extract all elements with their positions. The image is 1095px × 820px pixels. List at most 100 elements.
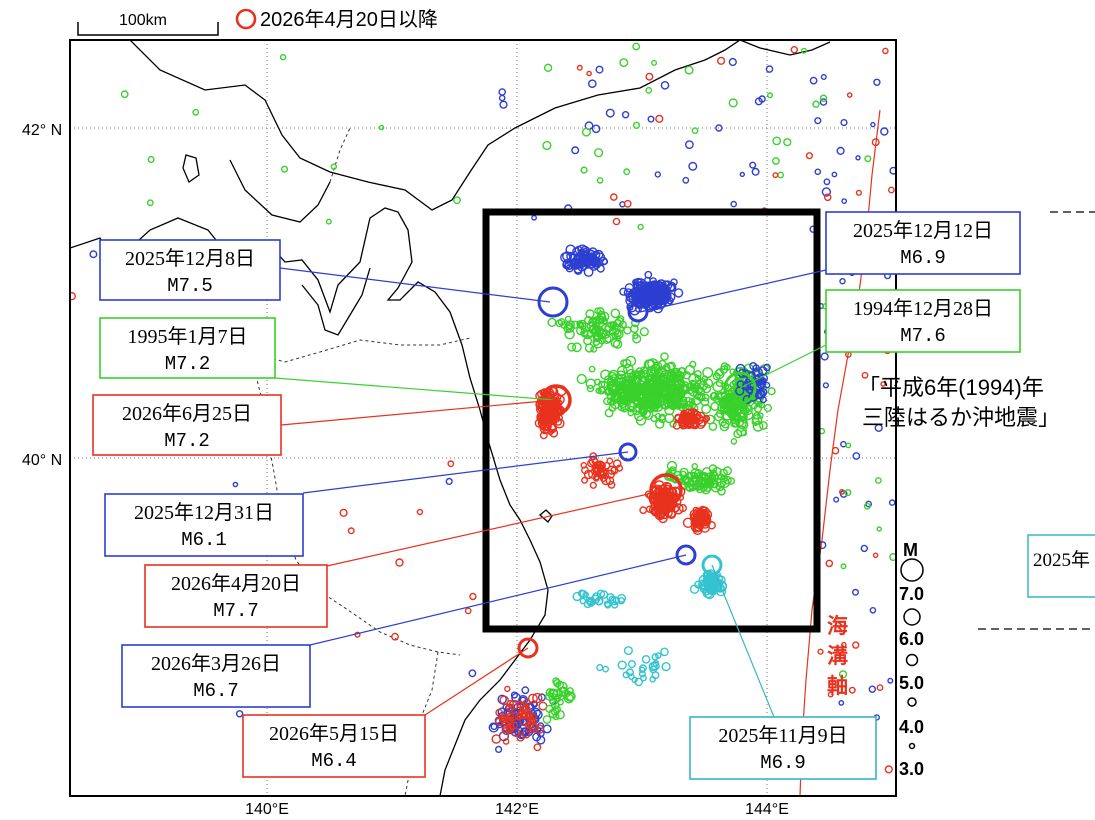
earthquake-point	[814, 117, 822, 125]
earthquake-point	[654, 509, 666, 521]
earthquake-point	[468, 669, 477, 678]
earthquake-point	[571, 146, 580, 155]
earthquake-point	[719, 421, 730, 432]
earthquake-point	[581, 127, 591, 137]
leader-line	[279, 267, 551, 303]
earthquake-point	[715, 124, 723, 132]
earthquake-point	[666, 460, 678, 472]
earthquake-point	[631, 370, 641, 380]
earthquake-point	[622, 386, 633, 397]
event-callout: 「平成6年(1994)年 三陸はるか沖地震」	[858, 375, 1060, 430]
event-magnitude: M7.6	[900, 325, 946, 347]
earthquake-point	[395, 558, 404, 567]
mag-7-circle-icon	[900, 558, 924, 582]
lon-label-140: 140°E	[245, 801, 289, 818]
earthquake-point	[730, 438, 738, 445]
magnitude-legend: M 7.0 6.0 5.0 4.0 3.0	[899, 540, 924, 779]
earthquake-point	[660, 647, 669, 657]
lat-label-42: 42° N	[22, 122, 62, 139]
earthquake-point	[623, 326, 632, 335]
earthquake-point	[658, 359, 667, 369]
earthquake-point	[743, 409, 754, 421]
prefecture-boundaries	[249, 127, 471, 796]
earthquake-point	[687, 413, 696, 422]
earthquake-point	[192, 108, 200, 116]
earthquake-point	[825, 559, 834, 568]
earthquake-point	[537, 286, 569, 318]
earthquake-point	[800, 47, 807, 54]
event-date: 1994年12月28日	[853, 297, 993, 320]
earthquake-point	[753, 411, 761, 420]
earthquake-point	[534, 724, 545, 734]
earthquake-point	[547, 423, 556, 433]
event-label-box	[825, 211, 1021, 275]
earthquake-point	[678, 504, 688, 513]
earthquake-point	[615, 464, 624, 472]
earthquake-point	[502, 738, 510, 745]
earthquake-point	[447, 460, 455, 468]
earthquake-point	[667, 361, 676, 371]
earthquake-point	[690, 384, 699, 392]
earthquake-point	[692, 396, 702, 406]
axis-labels: 42° N 40° N 140°E 142°E 144°E	[22, 122, 789, 818]
earthquake-point	[860, 544, 868, 553]
earthquake-point	[864, 155, 872, 163]
earthquake-point	[591, 124, 601, 134]
earthquake-point	[889, 166, 896, 175]
earthquake-point	[820, 352, 829, 361]
earthquake-point	[586, 70, 592, 77]
event-label-box	[242, 714, 426, 778]
earthquake-point	[822, 382, 830, 389]
earthquake-point	[699, 472, 708, 481]
earthquake-point	[589, 316, 596, 324]
earthquake-point	[625, 668, 634, 677]
earthquake-point	[504, 685, 511, 693]
earthquake-point	[651, 290, 662, 300]
earthquake-point	[495, 745, 503, 754]
earthquake-point	[540, 418, 552, 431]
event-callout-line-2: 三陸はるか沖地震」	[862, 405, 1060, 430]
earthquake-point	[552, 677, 560, 685]
earthquake-point	[840, 118, 848, 127]
earthquake-point	[582, 591, 589, 598]
earthquake-point	[888, 186, 895, 194]
earthquake-point	[737, 406, 748, 418]
earthquake-point	[839, 488, 845, 495]
earthquake-point	[719, 477, 730, 489]
event-label-box	[92, 394, 282, 456]
earthquake-point	[805, 152, 814, 160]
event-label-box	[99, 239, 281, 301]
earthquake-point	[280, 165, 289, 173]
earthquake-point	[235, 710, 244, 718]
earthquake-point	[565, 323, 575, 333]
earthquake-point	[610, 193, 618, 201]
earthquake-point	[658, 513, 668, 524]
earthquake-point	[723, 371, 757, 405]
earthquake-point	[576, 373, 587, 385]
earthquake-point	[819, 94, 828, 102]
earthquake-point	[673, 288, 684, 298]
earthquake-point	[639, 281, 652, 293]
earthquake-point	[716, 56, 726, 65]
leader-lines	[274, 267, 827, 718]
earthquake-point	[701, 554, 723, 576]
earthquake-point	[583, 469, 594, 480]
earthquake-point	[649, 676, 657, 683]
earthquake-point	[855, 155, 861, 161]
earthquake-point	[706, 479, 715, 488]
earthquake-point	[633, 398, 640, 405]
earthquake-point	[612, 339, 623, 349]
earthquake-point	[521, 686, 530, 695]
earthquake-point	[635, 415, 647, 426]
earthquake-point	[586, 260, 596, 269]
earthquake-point	[887, 677, 894, 684]
earthquake-point	[783, 138, 792, 147]
earthquake-point	[674, 383, 684, 393]
earthquake-point	[712, 381, 724, 393]
earthquake-point	[691, 410, 702, 421]
earthquake-point	[710, 471, 719, 481]
earthquake-point	[880, 381, 886, 387]
earthquake-point	[655, 652, 662, 659]
